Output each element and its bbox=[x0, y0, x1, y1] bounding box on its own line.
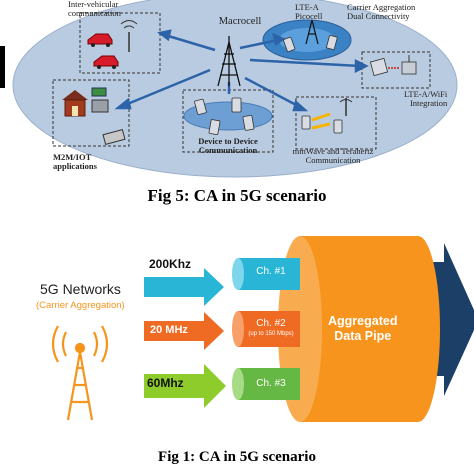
networks-title: 5G Networks bbox=[40, 281, 121, 297]
channel-3-label: Ch. #3 bbox=[256, 378, 286, 389]
lte-wifi-label: LTE-A/WiFi Integration bbox=[404, 89, 448, 108]
m2m-box bbox=[52, 79, 130, 147]
band-label-1: 200Khz bbox=[149, 257, 192, 271]
d2d-label: Device to Device Communication bbox=[198, 136, 258, 155]
bottom-figure-caption: Fig 1: CA in 5G scenario bbox=[158, 449, 316, 465]
vehicular-box bbox=[79, 12, 161, 74]
channel-1-label: Ch. #1 bbox=[256, 266, 286, 277]
m2m-label: M2M/IOT applications bbox=[53, 152, 97, 171]
inter-vehicular-label: Inter-vehicular communication bbox=[68, 0, 121, 18]
picocell-tower bbox=[305, 19, 319, 45]
m2m-devices bbox=[62, 87, 126, 146]
band-label-3: 60Mhz bbox=[147, 376, 184, 390]
picocell-label: LTE-A Picocell bbox=[295, 2, 323, 21]
aggregated-pipe bbox=[278, 236, 440, 422]
wifi-box bbox=[361, 51, 431, 89]
d2d-phones bbox=[194, 97, 255, 136]
picocell-phones bbox=[283, 34, 338, 53]
band-arrows bbox=[144, 268, 226, 408]
aggregated-pipe-label: Aggregated Data Pipe bbox=[328, 314, 398, 343]
top-figure-caption: Fig 5: CA in 5G scenario bbox=[147, 186, 327, 205]
channel-2-label: Ch. #2 bbox=[256, 318, 286, 329]
macrocell-label: Macrocell bbox=[218, 16, 262, 27]
macrocell-links bbox=[114, 29, 369, 112]
networks-subtitle: (Carrier Aggregation) bbox=[36, 300, 125, 311]
mmwave-label: mmWave and Terahertz Communication bbox=[292, 146, 374, 165]
channel-2-sublabel: (up to 150 Mbps) bbox=[248, 331, 294, 337]
channel-cylinders bbox=[232, 258, 300, 400]
carrier-aggregation-label: Carrier Aggregation Dual Connectivity bbox=[347, 2, 416, 21]
macrocell-tower bbox=[217, 36, 241, 87]
top-diagram bbox=[0, 0, 458, 178]
vehicles bbox=[87, 20, 138, 69]
antenna-tower bbox=[51, 325, 109, 421]
band-label-2: 20 MHz bbox=[150, 324, 188, 336]
left-edge-bar bbox=[0, 46, 5, 88]
wifi-devices bbox=[369, 55, 417, 77]
mmwave-box bbox=[295, 96, 377, 150]
mmwave-devices bbox=[301, 98, 353, 134]
